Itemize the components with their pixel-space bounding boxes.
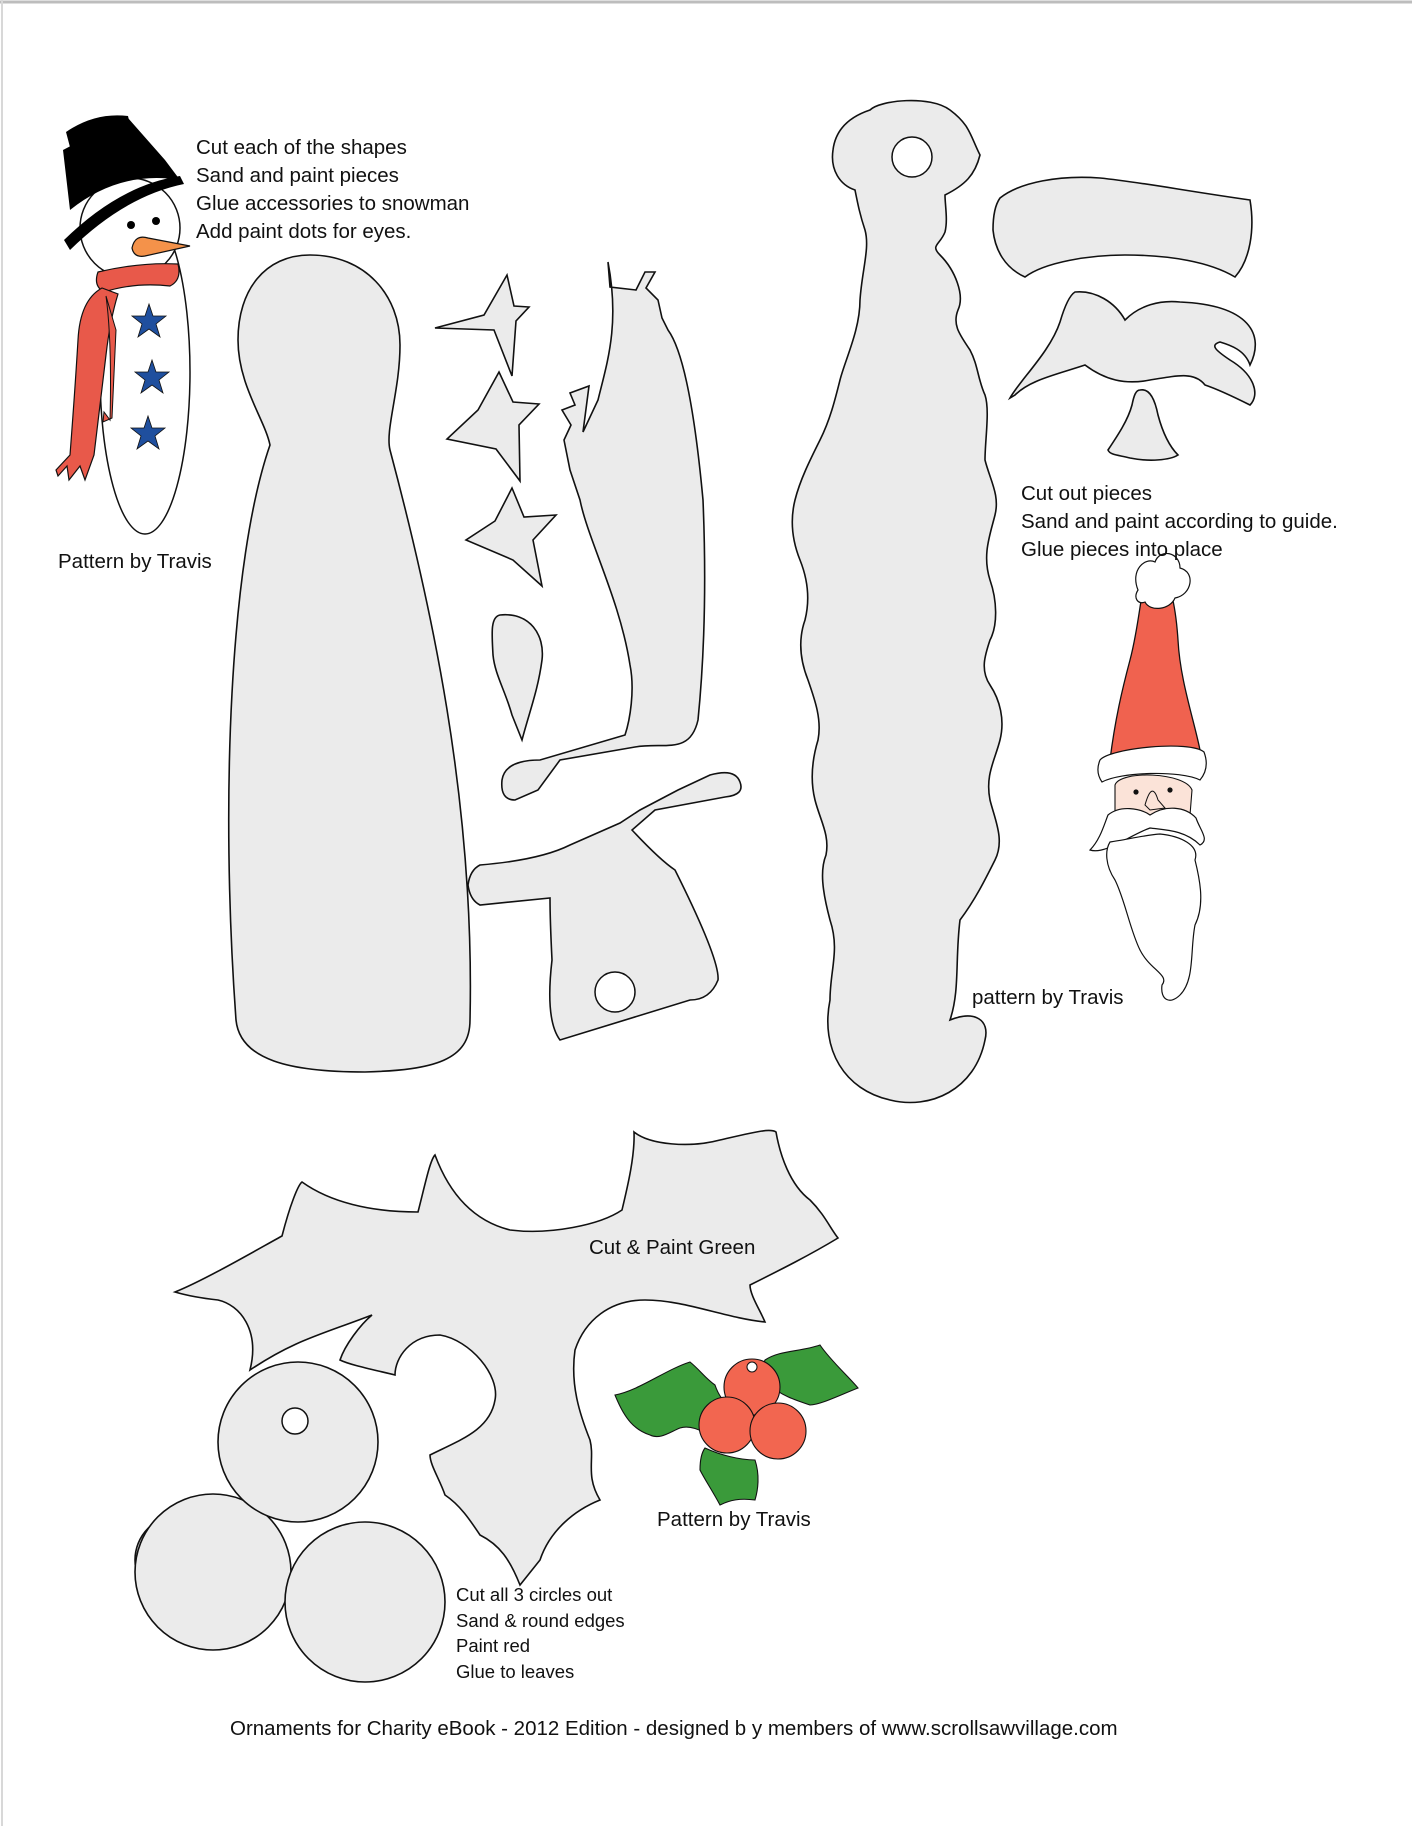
santa-nose-cutout [1107,389,1180,461]
pompom-icon [1135,552,1191,609]
instruction-line: Cut all 3 circles out [456,1584,613,1605]
snowman-eye-icon [152,217,160,225]
scarf-cutout [500,261,706,801]
snowman-credit: Pattern by Travis [58,550,212,573]
star-cutout [464,486,558,589]
snowman-guide-illustration [55,115,191,535]
instruction-line: Glue pieces into place [1021,538,1223,561]
berry-cutout [217,1361,379,1523]
hat-brim-cutout [992,176,1253,279]
star-button-icon [133,358,171,395]
hat-cutout [467,771,742,1041]
holly-leaves-cutout [172,1129,840,1587]
scarf-icon [95,263,180,293]
carrot-nose-icon [131,236,191,257]
page-footer: Ornaments for Charity eBook - 2012 Editi… [230,1717,1118,1740]
berry-cutout [284,1521,446,1683]
santa-guide-illustration [1088,552,1207,1001]
santa-brim-icon [1097,745,1207,783]
instruction-line: Sand & round edges [456,1609,625,1631]
berry-instructions: Cut all 3 circles out Sand & round edges… [456,1582,625,1684]
instruction-line: Glue accessories to snowman [196,192,470,215]
hanging-hole [281,1407,309,1435]
hanging-hole [891,136,933,178]
santa-instructions: Cut out pieces Sand and paint according … [1021,480,1338,564]
snowman-eye-icon [127,221,135,229]
instruction-line: Sand and paint according to guide. [1021,510,1338,533]
holly-leaf-icon [699,1447,759,1506]
instruction-line: Cut out pieces [1021,482,1153,505]
star-cutout [434,272,531,377]
holly-credit: Pattern by Travis [657,1508,811,1531]
berry-cutout [134,1493,292,1651]
mustache-cutout [1007,291,1257,406]
holly-guide-illustration [614,1344,859,1506]
instruction-line: Paint red [456,1635,531,1656]
hanging-hole [594,971,636,1013]
star-cutout [445,370,541,484]
santa-beard-cutout [791,99,1003,1104]
berry-icon [749,1402,807,1460]
santa-credit: pattern by Travis [972,986,1124,1009]
holly-leaf-label: Cut & Paint Green [589,1236,756,1259]
star-button-icon [129,414,167,451]
berry-icon [698,1396,756,1454]
instruction-line: Sand and paint pieces [196,164,399,187]
santa-beard-icon [1106,833,1202,1001]
snowman-instructions: Cut each of the shapes Sand and paint pi… [196,134,469,246]
instruction-line: Add paint dots for eyes. [196,220,412,243]
instruction-line: Cut each of the shapes [196,136,407,159]
snowman-body-cutout [227,254,472,1073]
instruction-line: Glue to leaves [456,1660,575,1682]
carrot-nose-cutout [491,614,544,743]
star-button-icon [130,302,168,339]
